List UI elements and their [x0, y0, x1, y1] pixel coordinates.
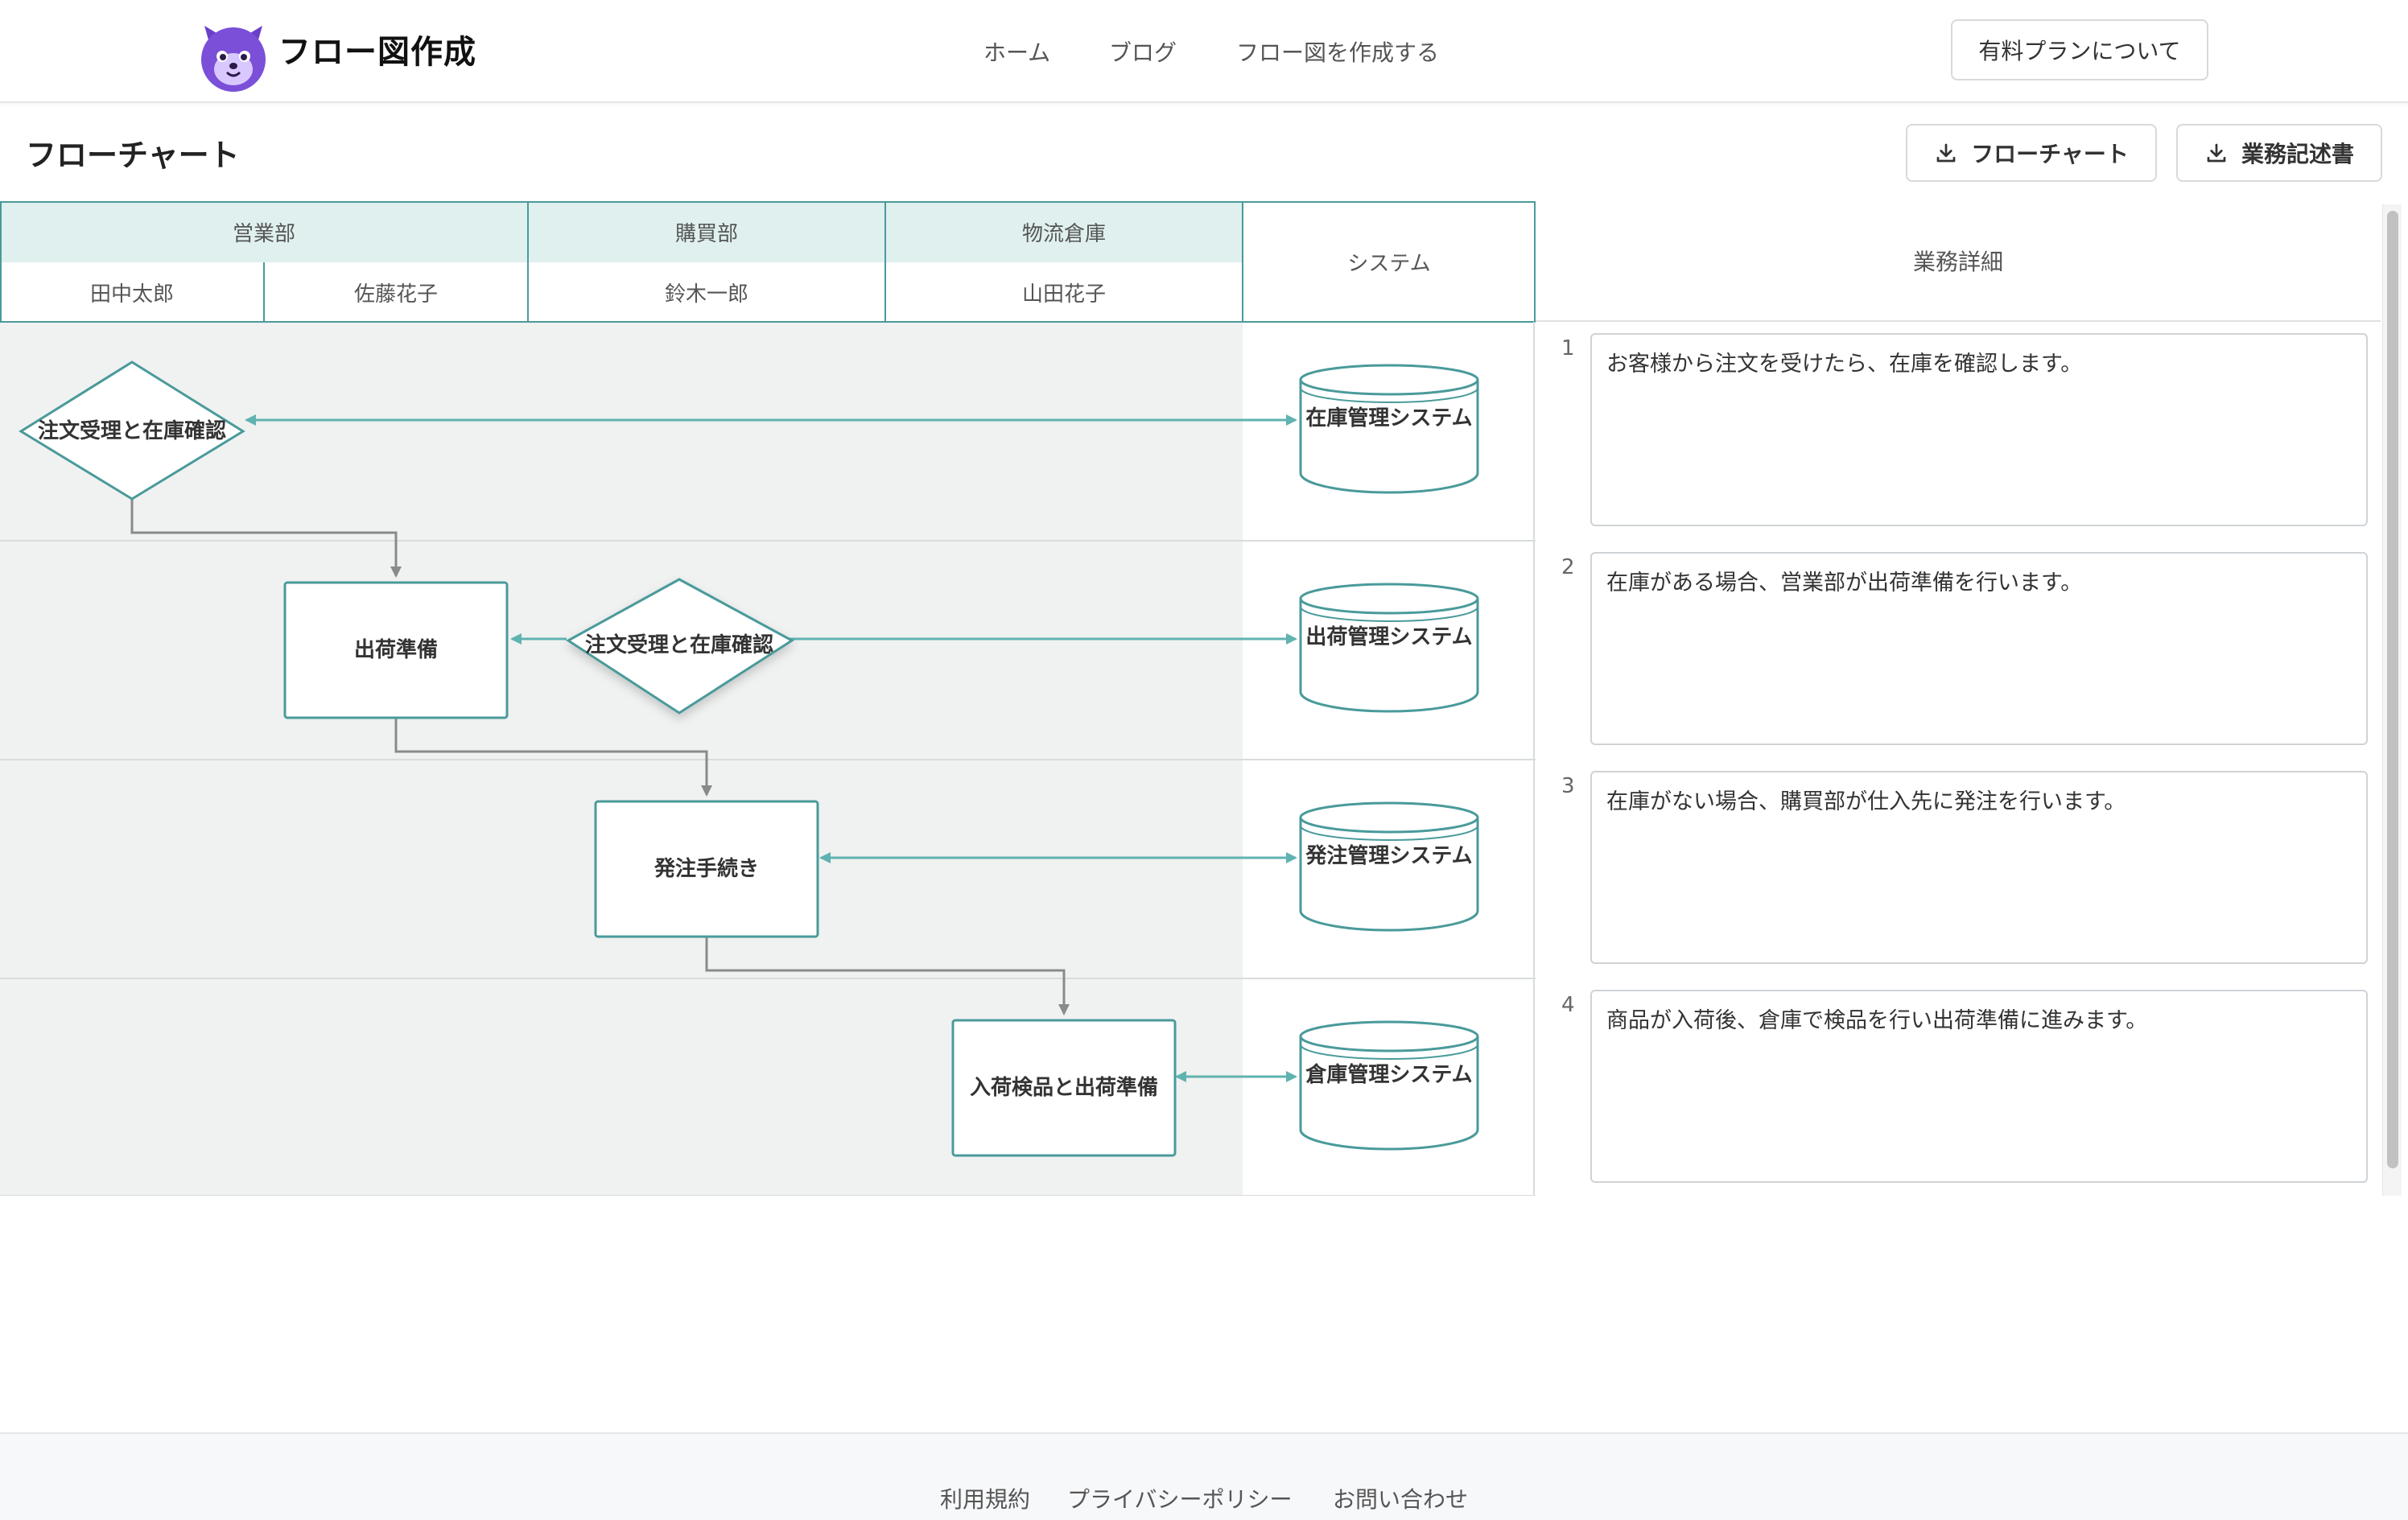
- detail-number: 1: [1561, 336, 1575, 360]
- process-node-shipping-prep[interactable]: 出荷準備: [353, 638, 438, 662]
- flowchart-canvas[interactable]: 営業部 購買部 物流倉庫 田中太郎 佐藤花子 鈴木一郎 山田花子 システム: [0, 201, 1536, 1196]
- wolf-logo-icon[interactable]: [196, 11, 270, 92]
- site-header: フロー図作成 ホーム ブログ フロー図を作成する 有料プランについて: [0, 0, 2408, 103]
- detail-textarea-1[interactable]: お客様から注文を受けたら、在庫を確認します。: [1590, 333, 2368, 526]
- dept-header-logistics: 物流倉庫: [885, 201, 1243, 262]
- database-shape: [1299, 818, 1479, 932]
- download-flowchart-label: フローチャート: [1971, 141, 2129, 167]
- detail-textarea-2[interactable]: 在庫がある場合、営業部が出荷準備を行います。: [1590, 552, 2368, 745]
- page-title: フローチャート: [26, 138, 240, 173]
- download-spec-label: 業務記述書: [2241, 141, 2354, 167]
- nav-home[interactable]: ホーム: [983, 39, 1051, 66]
- person-header-sato: 佐藤花子: [353, 282, 438, 307]
- person-header-suzuki: 鈴木一郎: [664, 282, 748, 307]
- database-shape: [1299, 1020, 1479, 1052]
- database-shape: [1299, 801, 1479, 834]
- detail-textarea-4[interactable]: 商品が入荷後、倉庫で検品を行い出荷準備に進みます。: [1590, 990, 2368, 1183]
- footer-link-privacy[interactable]: プライバシーポリシー: [1067, 1486, 1293, 1513]
- dept-header-purchasing: 購買部: [528, 201, 885, 262]
- paid-plan-button[interactable]: 有料プランについて: [1951, 19, 2208, 80]
- process-node-shape: [951, 1019, 1177, 1157]
- nav-create-flow[interactable]: フロー図を作成する: [1236, 39, 1440, 66]
- database-shape: [1299, 583, 1479, 615]
- detail-number: 4: [1561, 993, 1575, 1017]
- database-shape: [1299, 599, 1479, 713]
- decision-node-order-check-2[interactable]: 注文受理と在庫確認: [584, 633, 773, 657]
- nav-blog[interactable]: ブログ: [1109, 39, 1177, 66]
- person-header-yamada: 山田花子: [1021, 282, 1106, 307]
- process-node-receiving-inspection[interactable]: 入荷検品と出荷準備: [969, 1076, 1158, 1100]
- process-node-ordering[interactable]: 発注手続き: [654, 857, 759, 881]
- dept-header-sales: 営業部: [0, 201, 528, 262]
- decision-node-shape: [566, 578, 794, 715]
- system-header: システム: [1347, 251, 1431, 276]
- process-node-shape: [283, 581, 509, 719]
- database-shape: [1299, 364, 1479, 396]
- download-spec-button[interactable]: 業務記述書: [2176, 124, 2382, 182]
- footer-link-contact[interactable]: お問い合わせ: [1333, 1486, 1469, 1513]
- download-icon: [1936, 143, 1956, 163]
- download-icon: [2207, 143, 2226, 163]
- detail-scrollbar-thumb[interactable]: [2387, 211, 2398, 1168]
- process-node-shape: [594, 800, 819, 938]
- database-shape: [1299, 1036, 1479, 1151]
- decision-node-shape: [19, 360, 245, 500]
- database-shape: [1299, 380, 1479, 494]
- system-node-warehouse[interactable]: 倉庫管理システム: [1305, 1063, 1473, 1087]
- footer-link-terms[interactable]: 利用規約: [940, 1486, 1031, 1513]
- flowchart-shapes: [0, 201, 1536, 1196]
- detail-textarea-3[interactable]: 在庫がない場合、購買部が仕入先に発注を行います。: [1590, 771, 2368, 964]
- decision-node-order-check[interactable]: 注文受理と在庫確認: [37, 419, 226, 443]
- brand-name[interactable]: フロー図作成: [278, 34, 476, 71]
- system-node-shipping[interactable]: 出荷管理システム: [1305, 625, 1473, 649]
- detail-panel-header: 業務詳細: [1536, 201, 2381, 322]
- person-header-tanaka: 田中太郎: [89, 282, 174, 307]
- download-flowchart-button[interactable]: フローチャート: [1906, 124, 2157, 182]
- system-node-ordering[interactable]: 発注管理システム: [1305, 844, 1473, 868]
- site-footer: [0, 1432, 2408, 1520]
- detail-number: 2: [1561, 555, 1575, 579]
- detail-number: 3: [1561, 774, 1575, 798]
- system-node-inventory[interactable]: 在庫管理システム: [1305, 406, 1473, 430]
